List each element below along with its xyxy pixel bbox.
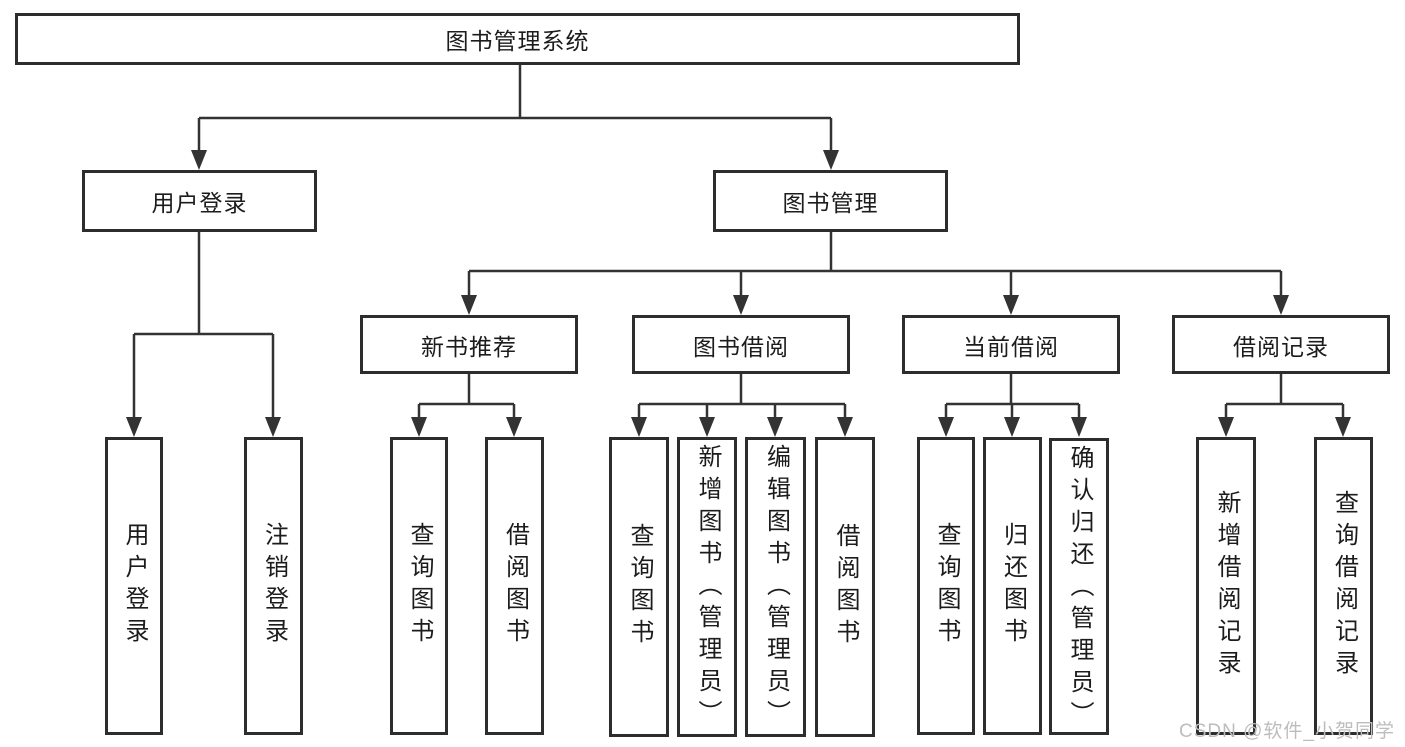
- arrowhead-icon: [1273, 295, 1289, 315]
- arrowhead-icon: [1004, 417, 1020, 437]
- leaf-current-return-books: 归还图书: [983, 437, 1042, 735]
- arrowhead-icon: [1218, 417, 1234, 437]
- leaf-user-login: 用户登录: [105, 437, 163, 735]
- leaf-records-add-record: 新增借阅记录: [1196, 437, 1256, 735]
- arrowhead-icon: [461, 295, 477, 315]
- connector-root-to-level2: [197, 65, 833, 151]
- arrowhead-icon: [767, 417, 783, 437]
- leaf-records-query-record: 查询借阅记录: [1314, 437, 1373, 735]
- arrowhead-icon: [1003, 295, 1019, 315]
- arrowhead-icon: [506, 417, 522, 437]
- leaf-borrow-query-books: 查询图书: [609, 437, 669, 737]
- leaf-newrec-query-books: 查询图书: [390, 437, 448, 735]
- arrowhead-icon: [823, 150, 839, 170]
- node-new-book-recommend: 新书推荐: [360, 315, 578, 374]
- arrowheads: [126, 150, 1351, 437]
- arrowhead-icon: [699, 417, 715, 437]
- node-borrowing-records: 借阅记录: [1172, 315, 1390, 374]
- leaf-borrow-edit-books-admin: 编辑图书（管理员）: [745, 437, 806, 737]
- connector-borrow-records-to-leaves: [1224, 374, 1345, 418]
- leaf-newrec-borrow-books: 借阅图书: [485, 437, 544, 735]
- csdn-watermark: CSDN @软件_小贺同学: [1179, 721, 1395, 742]
- arrowhead-icon: [191, 150, 207, 170]
- leaf-borrow-borrow-books: 借阅图书: [815, 437, 875, 737]
- node-book-borrowing: 图书借阅: [632, 315, 850, 374]
- node-library-system: 图书管理系统: [15, 13, 1020, 65]
- node-user-login: 用户登录: [82, 170, 317, 232]
- arrowhead-icon: [411, 417, 427, 437]
- node-current-borrowing: 当前借阅: [902, 315, 1120, 374]
- leaf-current-query-books: 查询图书: [917, 437, 975, 735]
- arrowhead-icon: [265, 417, 281, 437]
- arrowhead-icon: [1335, 417, 1351, 437]
- connector-book-mgmt-to-level3: [467, 232, 1283, 296]
- node-book-management: 图书管理: [713, 170, 948, 232]
- arrowhead-icon: [733, 295, 749, 315]
- leaf-current-confirm-return-admin: 确认归还（管理员）: [1049, 438, 1109, 735]
- arrowhead-icon: [837, 417, 853, 437]
- leaf-logout-login: 注销登录: [244, 437, 303, 735]
- arrowhead-icon: [631, 417, 647, 437]
- leaf-borrow-add-books-admin: 新增图书（管理员）: [677, 437, 737, 737]
- connector-book-borrow-to-leaves: [637, 374, 847, 418]
- arrowhead-icon: [938, 417, 954, 437]
- arrowhead-icon: [126, 417, 142, 437]
- connector-current-borrow-to-leaves: [944, 374, 1081, 418]
- arrowhead-icon: [1071, 417, 1087, 437]
- connector-user-login-to-leaves: [132, 232, 275, 418]
- connector-new-book-rec-to-leaves: [417, 374, 516, 418]
